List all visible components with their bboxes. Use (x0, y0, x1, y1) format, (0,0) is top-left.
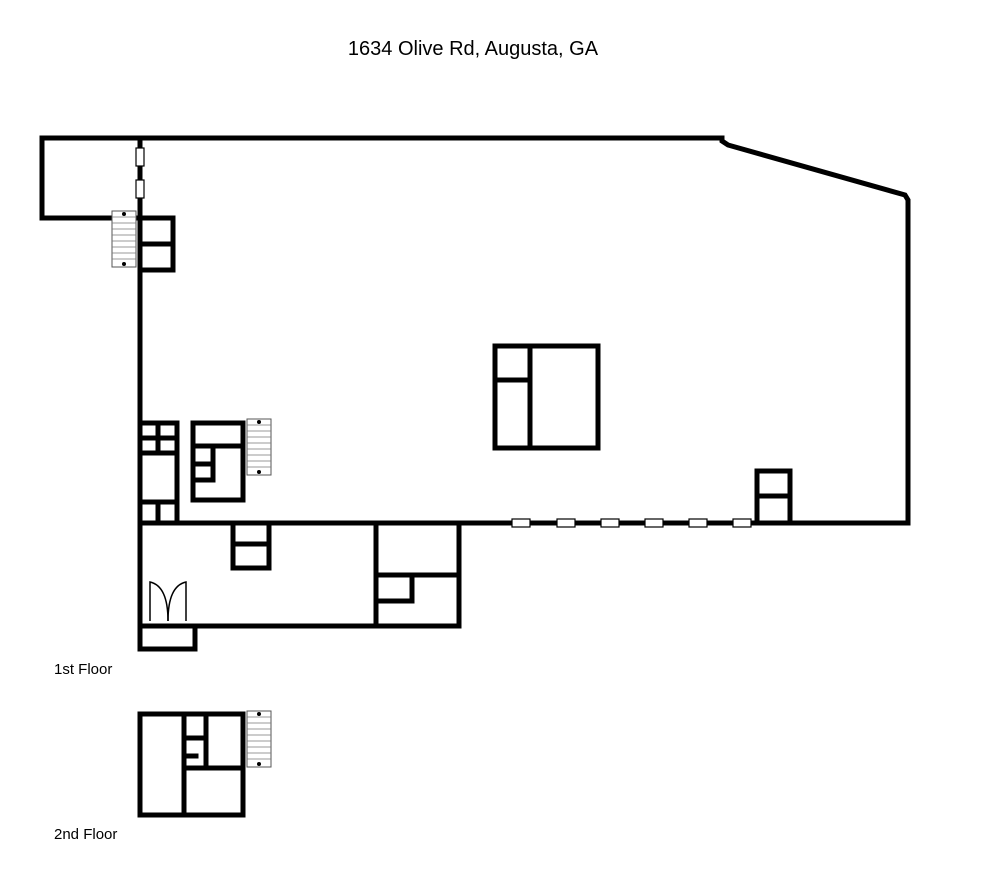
south-windows (511, 518, 752, 528)
second-floor-outline (137, 711, 246, 818)
stair-northwest (111, 210, 137, 268)
floor-label-1st: 1st Floor (54, 661, 113, 678)
first-floor-plan (39, 135, 911, 652)
second-floor-plan (137, 710, 272, 818)
plan-title: 1634 Olive Rd, Augusta, GA (347, 38, 599, 60)
office-cluster-west (137, 420, 246, 526)
window (135, 179, 145, 199)
window (135, 147, 145, 167)
floor-label-2nd: 2nd Floor (54, 826, 118, 843)
central-room-block (492, 343, 601, 451)
stair-second-floor (246, 710, 272, 768)
stair-west (246, 418, 272, 476)
entry-door (149, 581, 187, 622)
northwest-annex-wall (39, 135, 143, 221)
